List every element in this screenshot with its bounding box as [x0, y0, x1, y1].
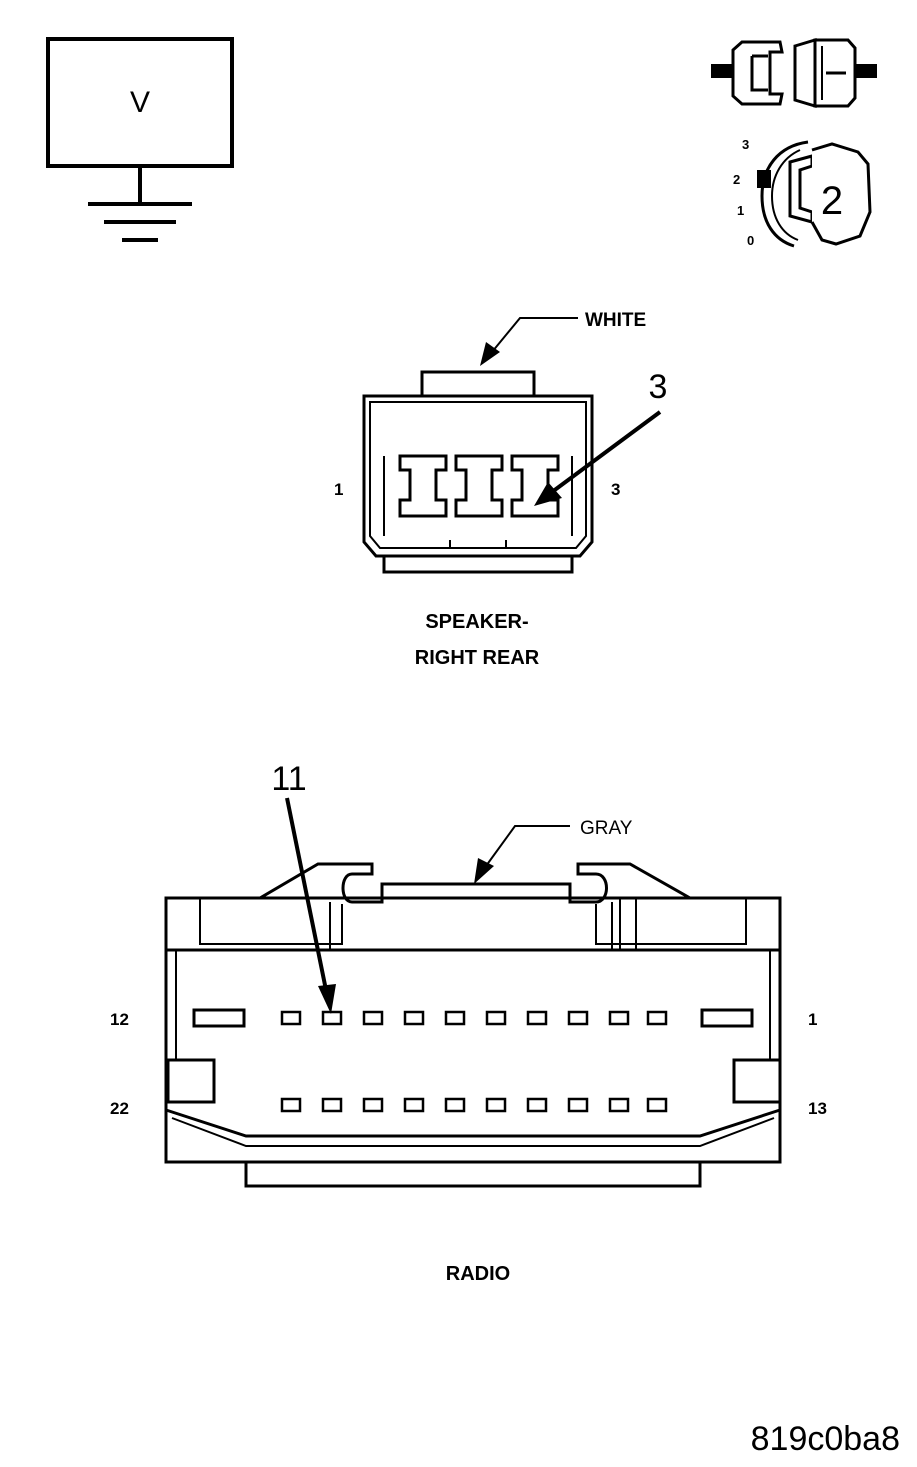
- radio-pin-22-label: 22: [110, 1099, 129, 1118]
- radio-terminal-row-top: [192, 1008, 754, 1028]
- speaker-pin-left-label: 1: [334, 480, 343, 499]
- speaker-callout-number: 3: [649, 368, 668, 406]
- radio-terminal-row-bottom: [280, 1097, 668, 1113]
- speaker-pin-right-label: 3: [611, 480, 620, 499]
- voltmeter-icon: V: [46, 37, 234, 242]
- radio-connector-color-label: GRAY: [580, 818, 633, 839]
- speaker-connector-color-label: WHITE: [585, 310, 646, 331]
- ignition-position-1: 1: [737, 203, 744, 218]
- radio-connector-title: RADIO: [446, 1263, 510, 1285]
- radio-callout-number: 11: [271, 760, 306, 798]
- voltmeter-label: V: [130, 86, 150, 119]
- speaker-cavity-2: [454, 454, 504, 518]
- speaker-connector-title-line2: RIGHT REAR: [415, 647, 540, 669]
- radio-connector: GRAY: [110, 760, 827, 1285]
- radio-pin-1-label: 1: [808, 1010, 817, 1029]
- ignition-position-0: 0: [747, 233, 754, 248]
- ignition-key-icon: 3 2 1 0 2: [733, 137, 872, 248]
- radio-pin-12-label: 12: [110, 1010, 129, 1029]
- figure-code: 819c0ba8: [751, 1420, 900, 1458]
- speaker-connector-title-line1: SPEAKER-: [425, 611, 528, 633]
- radio-pin-13-label: 13: [808, 1099, 827, 1118]
- ignition-position-2: 2: [733, 172, 740, 187]
- connector-disconnect-icon: [711, 37, 877, 109]
- ignition-position-3: 3: [742, 137, 749, 152]
- speaker-cavity-1: [398, 454, 448, 518]
- ignition-selected-position: 2: [821, 179, 843, 223]
- speaker-connector: WHITE 3 1 3 SPEAKER- RIGHT REAR: [334, 310, 667, 669]
